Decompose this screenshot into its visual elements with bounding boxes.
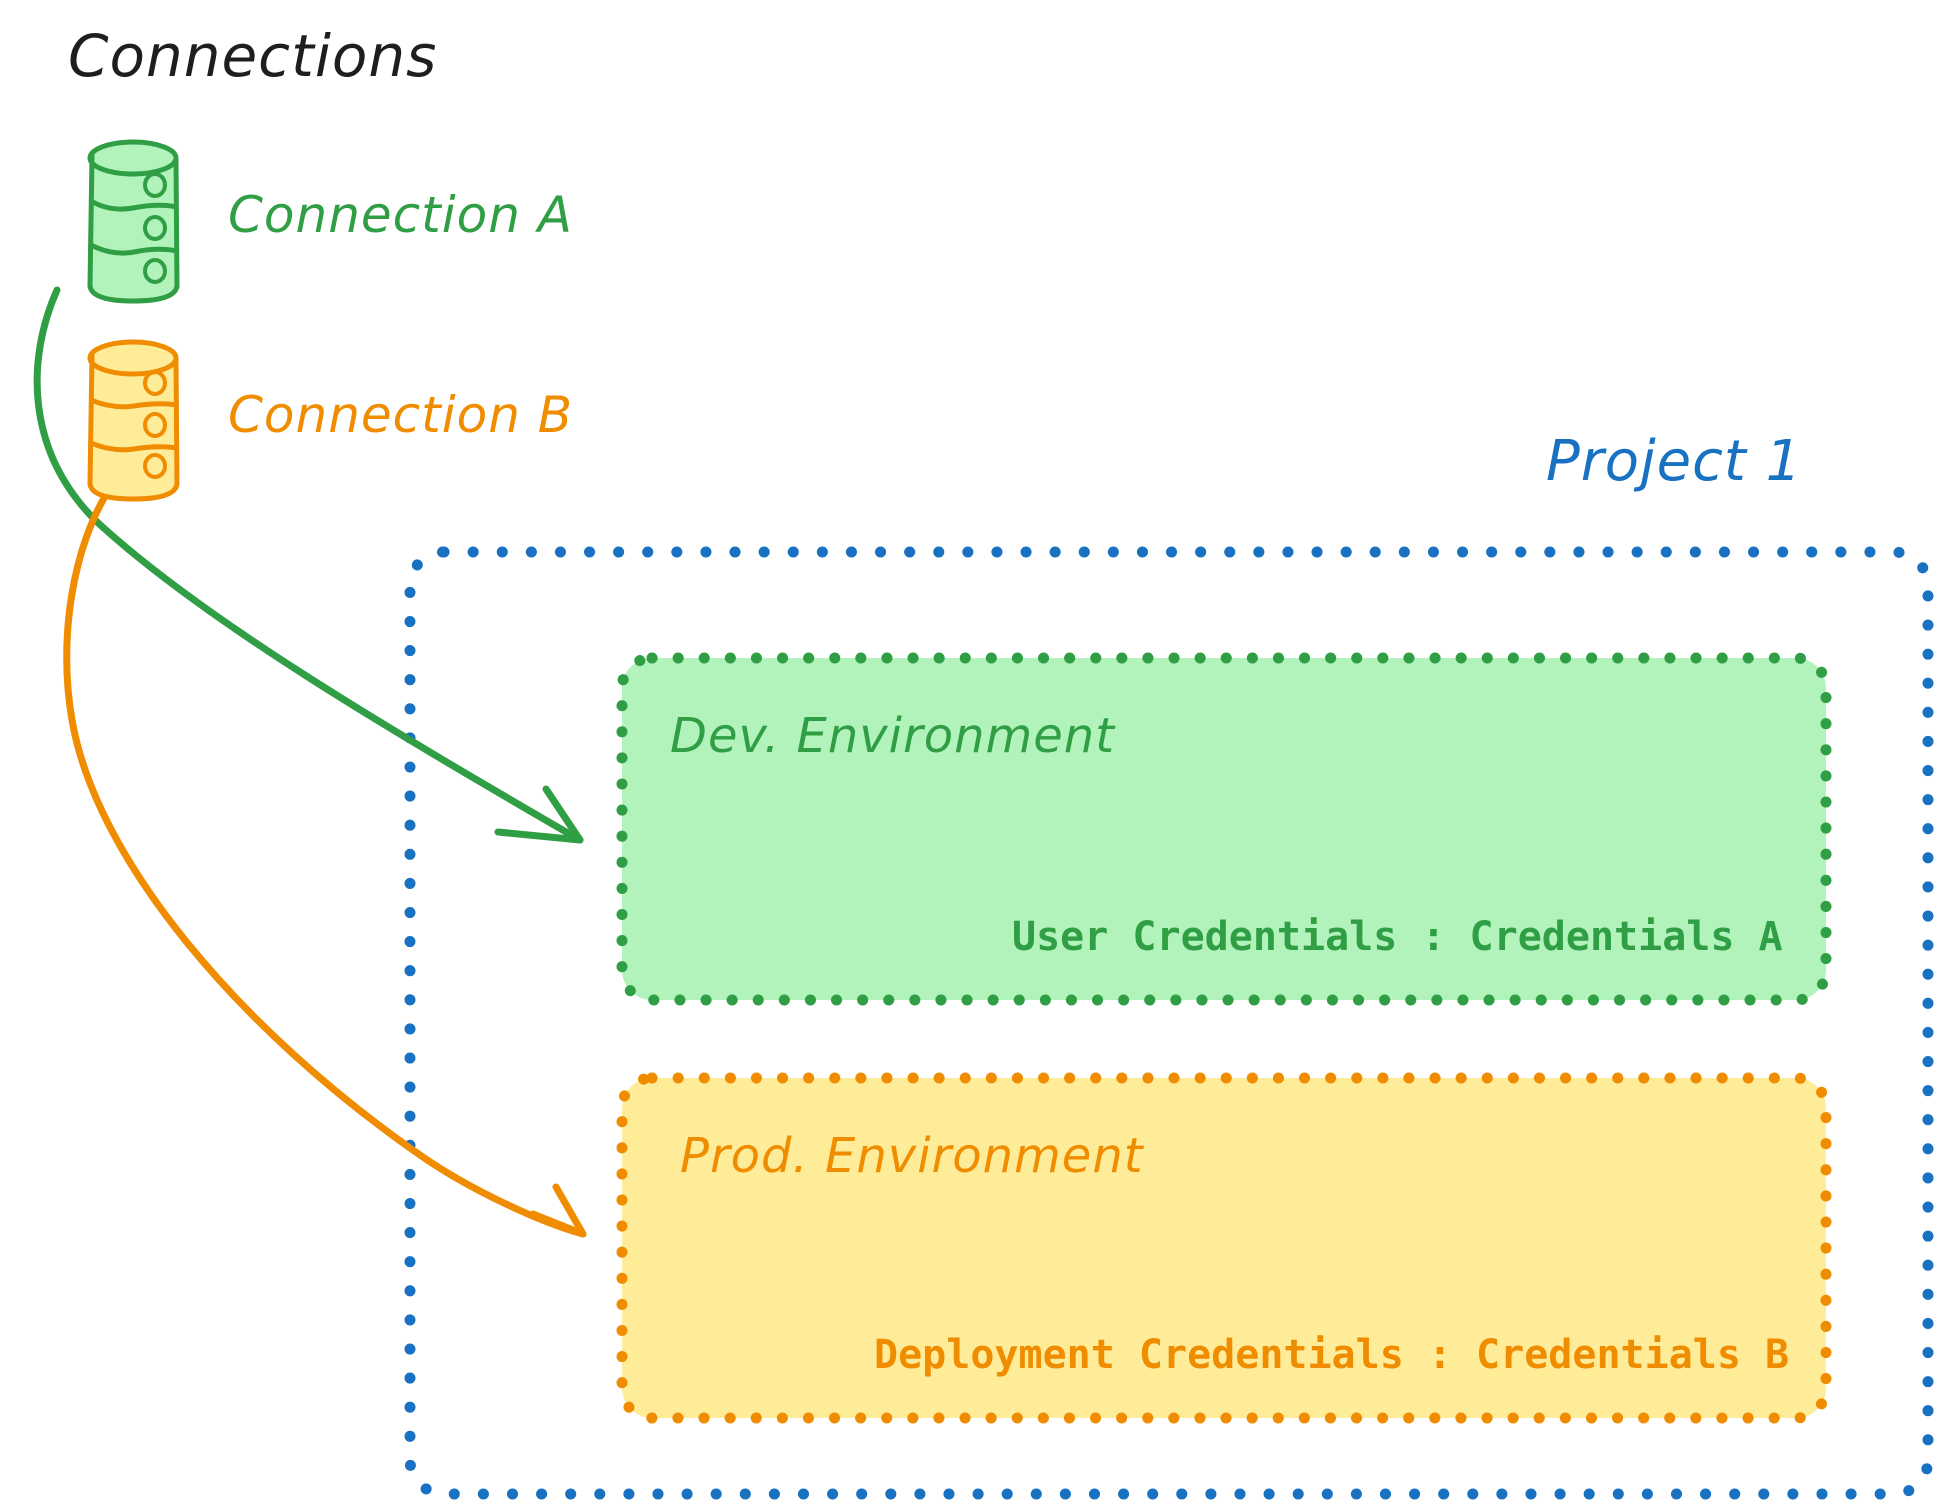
prod-environment-title: Prod. Environment bbox=[680, 1128, 1145, 1184]
project-container-border bbox=[404, 546, 1934, 1500]
arrow-connection-b-to-prod bbox=[63, 481, 587, 1238]
project-label: Project 1 bbox=[1546, 429, 1802, 494]
prod-credentials-line: Deployment Credentials : Credentials B bbox=[874, 1332, 1789, 1378]
database-cylinder-icon bbox=[87, 339, 180, 502]
dev-environment-box[interactable] bbox=[616, 652, 1832, 1006]
page-title: Connections bbox=[68, 22, 437, 90]
connection-b-label: Connection B bbox=[228, 386, 573, 444]
connection-a-label: Connection A bbox=[228, 186, 573, 244]
dev-environment-title: Dev. Environment bbox=[670, 708, 1116, 764]
prod-environment-box[interactable] bbox=[616, 1072, 1832, 1424]
database-cylinder-icon bbox=[87, 139, 180, 304]
arrow-connection-a-to-dev bbox=[33, 286, 584, 844]
dev-credentials-line: User Credentials : Credentials A bbox=[1012, 914, 1783, 960]
